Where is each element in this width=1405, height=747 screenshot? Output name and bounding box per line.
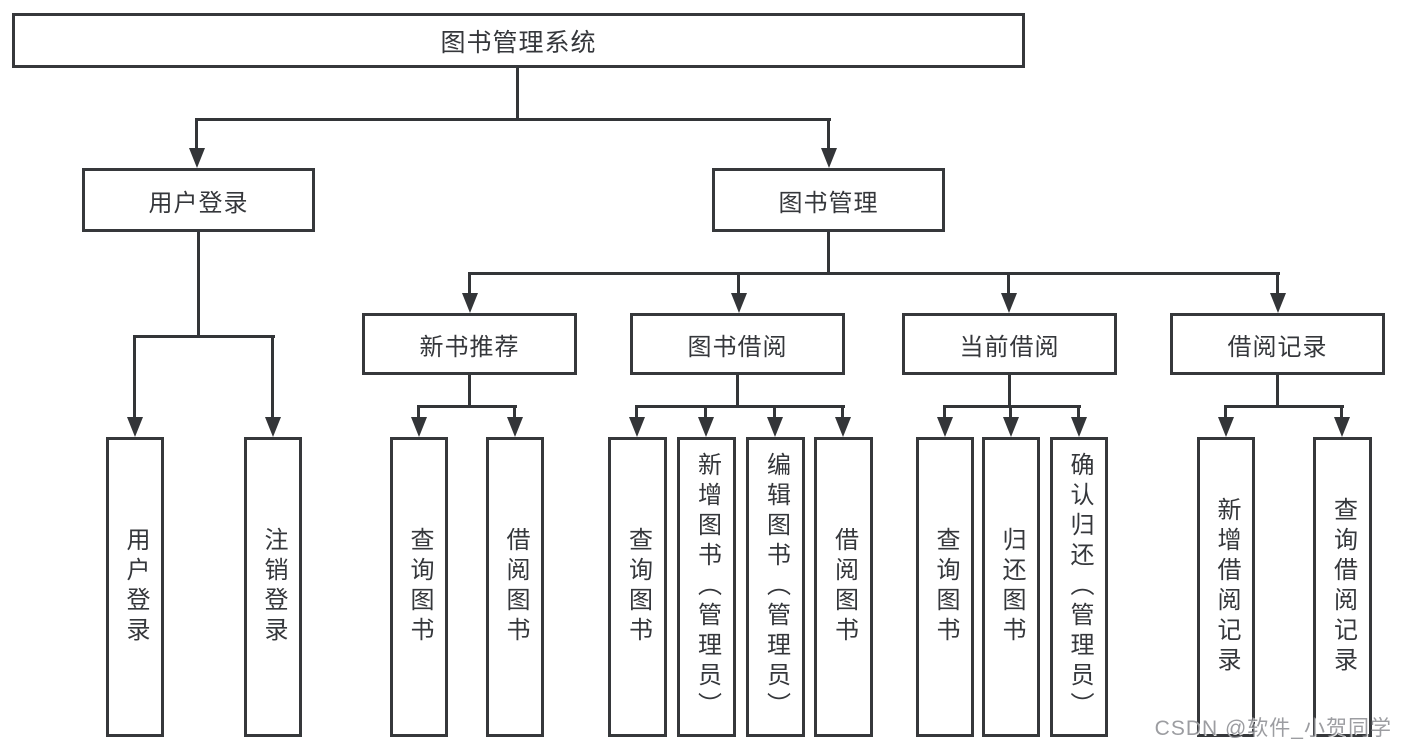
node-new-book-recommend: 新书推荐	[362, 313, 577, 375]
connector-level3-rail	[469, 272, 1280, 275]
arrow-down-icon	[937, 417, 953, 437]
csdn-watermark: CSDN @软件_小贺同学	[1154, 717, 1392, 740]
leaf-user-login: 用户登录	[106, 437, 164, 737]
leaf-borrow-books: 借阅图书	[814, 437, 873, 737]
connector-group-rail	[418, 405, 517, 408]
arrow-down-icon	[1334, 417, 1350, 437]
leaf-query-books-recommend: 查询图书	[390, 437, 448, 737]
leaf-query-books-borrow: 查询图书	[608, 437, 667, 737]
connector-leaf-drop	[704, 405, 707, 417]
connector-group-rail	[636, 405, 845, 408]
connector-group-rail	[944, 405, 1081, 408]
connector-leaf-drop	[271, 335, 274, 417]
node-label: 用户登录	[148, 189, 249, 217]
arrow-down-icon	[731, 293, 747, 313]
node-user-login: 用户登录	[82, 168, 315, 232]
arrow-down-icon	[127, 417, 143, 437]
connector-user-login-stem	[197, 232, 200, 338]
node-book-borrow: 图书借阅	[630, 313, 845, 375]
connector-user-login-rail	[134, 335, 275, 338]
connector-group-stem	[736, 375, 739, 408]
arrow-down-icon	[1218, 417, 1234, 437]
connector-group-stem	[468, 375, 471, 408]
connector-leaf-drop	[513, 405, 516, 417]
connector-group-drop	[1276, 272, 1279, 293]
node-label: 图书借阅	[687, 333, 788, 361]
node-label: 查询图书	[624, 527, 652, 647]
connector-leaf-drop	[417, 405, 420, 417]
node-label: 新增图书（管理员）	[693, 452, 721, 722]
connector-leaf-drop	[841, 405, 844, 417]
node-label: 借阅图书	[830, 527, 858, 647]
leaf-add-borrow-record: 新增借阅记录	[1197, 437, 1255, 737]
node-label: 新增借阅记录	[1213, 497, 1240, 677]
node-borrow-records: 借阅记录	[1170, 313, 1385, 375]
node-label: 归还图书	[998, 527, 1025, 647]
node-label: 图书管理系统	[440, 28, 597, 57]
arrow-down-icon	[411, 417, 427, 437]
connector-level2-rail	[196, 118, 831, 121]
leaf-add-books-admin: 新增图书（管理员）	[677, 437, 736, 737]
node-label: 查询借阅记录	[1329, 497, 1357, 677]
arrow-down-icon	[189, 148, 205, 168]
arrow-down-icon	[1071, 417, 1087, 437]
node-book-management: 图书管理	[712, 168, 945, 232]
connector-book-management-drop	[827, 118, 830, 148]
leaf-borrow-books-recommend: 借阅图书	[486, 437, 544, 737]
node-label: 图书管理	[778, 189, 879, 217]
arrow-down-icon	[629, 417, 645, 437]
node-root-library-system: 图书管理系统	[12, 13, 1025, 68]
leaf-query-borrow-record: 查询借阅记录	[1313, 437, 1372, 737]
arrow-down-icon	[507, 417, 523, 437]
node-label: 确认归还（管理员）	[1066, 452, 1093, 722]
arrow-down-icon	[821, 148, 837, 168]
node-label: 查询图书	[406, 527, 433, 647]
connector-leaf-drop	[1340, 405, 1343, 417]
node-label: 注销登录	[260, 527, 287, 647]
connector-group-drop	[737, 272, 740, 293]
leaf-edit-books-admin: 编辑图书（管理员）	[746, 437, 805, 737]
node-label: 借阅图书	[502, 527, 529, 647]
arrow-down-icon	[767, 417, 783, 437]
leaf-query-books-current: 查询图书	[916, 437, 974, 737]
connector-group-stem	[1008, 375, 1011, 408]
connector-group-drop	[1007, 272, 1010, 293]
connector-user-login-drop	[195, 118, 198, 148]
leaf-confirm-return-admin: 确认归还（管理员）	[1050, 437, 1108, 737]
arrow-down-icon	[1003, 417, 1019, 437]
arrow-down-icon	[1270, 293, 1286, 313]
arrow-down-icon	[698, 417, 714, 437]
connector-group-stem	[1276, 375, 1279, 408]
node-label: 借阅记录	[1227, 333, 1328, 361]
connector-leaf-drop	[1009, 405, 1012, 417]
connector-book-management-stem	[827, 232, 830, 275]
leaf-return-books: 归还图书	[982, 437, 1040, 737]
connector-group-drop	[468, 272, 471, 293]
connector-group-rail	[1225, 405, 1344, 408]
connector-leaf-drop	[1224, 405, 1227, 417]
node-label: 新书推荐	[419, 333, 520, 361]
node-label: 查询图书	[932, 527, 959, 647]
connector-root-stem	[516, 68, 519, 121]
connector-leaf-drop	[943, 405, 946, 417]
node-label: 当前借阅	[959, 333, 1060, 361]
arrow-down-icon	[462, 293, 478, 313]
connector-leaf-drop	[773, 405, 776, 417]
connector-leaf-drop	[635, 405, 638, 417]
node-current-borrow: 当前借阅	[902, 313, 1117, 375]
connector-leaf-drop	[1077, 405, 1080, 417]
node-label: 编辑图书（管理员）	[762, 452, 790, 722]
arrow-down-icon	[835, 417, 851, 437]
arrow-down-icon	[265, 417, 281, 437]
leaf-logout: 注销登录	[244, 437, 302, 737]
node-label: 用户登录	[122, 527, 149, 647]
connector-leaf-drop	[133, 335, 136, 417]
arrow-down-icon	[1001, 293, 1017, 313]
